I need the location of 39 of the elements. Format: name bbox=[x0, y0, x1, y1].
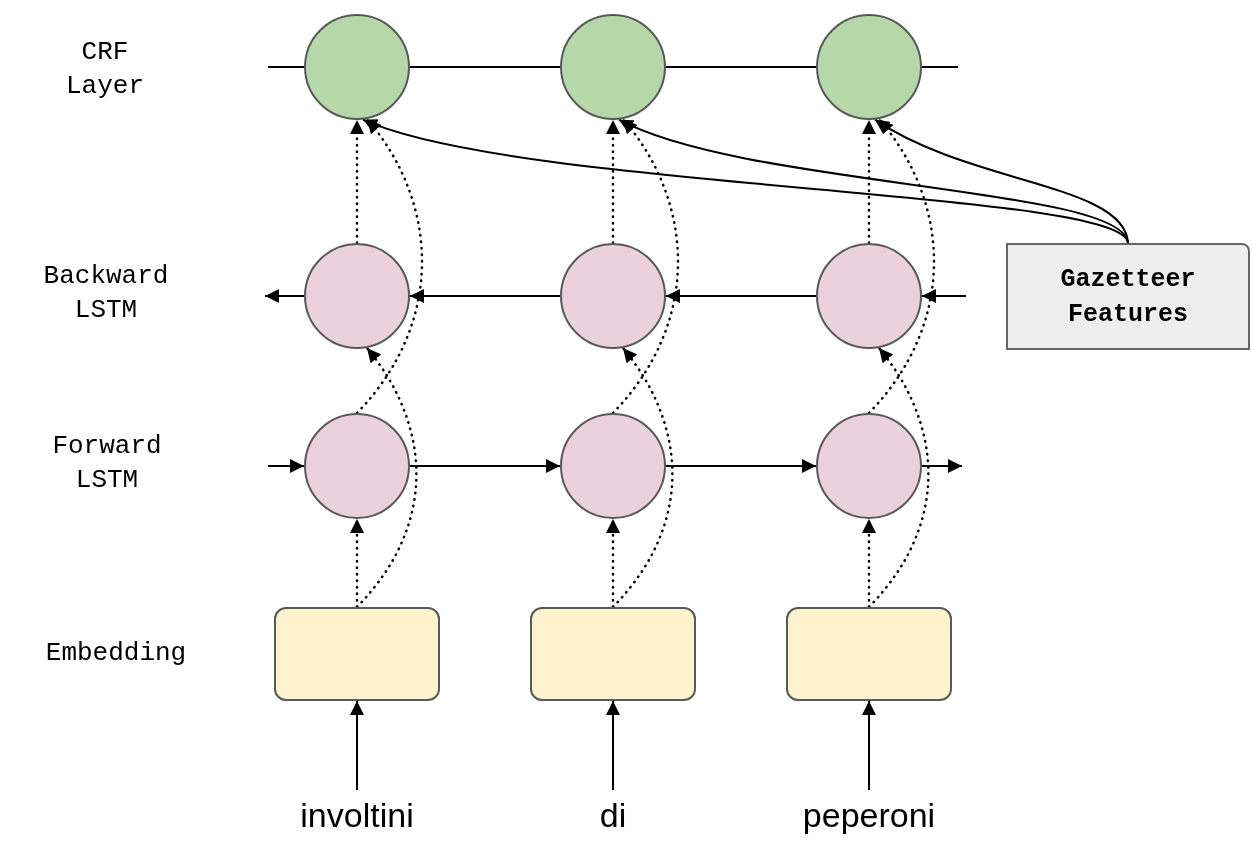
dotted-arrow bbox=[606, 118, 620, 245]
arrow bbox=[665, 459, 817, 473]
dotted-arrow bbox=[611, 346, 674, 609]
arrow bbox=[862, 700, 876, 791]
connector-line bbox=[921, 66, 959, 68]
arrow bbox=[606, 700, 620, 791]
arrow bbox=[409, 289, 561, 303]
input-word: involtini bbox=[257, 790, 457, 840]
dotted-arrow bbox=[355, 346, 418, 609]
arrow bbox=[921, 459, 963, 473]
arrow bbox=[350, 700, 364, 791]
arrow bbox=[264, 289, 305, 303]
embedding-box bbox=[786, 607, 952, 701]
dotted-arrow bbox=[606, 517, 620, 609]
layer-label: Backward LSTM bbox=[42, 260, 170, 327]
connector-line bbox=[267, 66, 305, 68]
arrow bbox=[921, 289, 967, 303]
input-word: peperoni bbox=[769, 790, 969, 840]
layer-label: Forward LSTM bbox=[51, 430, 163, 497]
dotted-arrow bbox=[862, 118, 876, 245]
arrow bbox=[409, 459, 561, 473]
connector-line bbox=[409, 66, 561, 68]
dotted-arrow bbox=[867, 346, 930, 609]
layer-label: CRF Layer bbox=[65, 36, 145, 103]
arrow bbox=[267, 459, 305, 473]
arrow bbox=[874, 118, 1129, 244]
arrow bbox=[665, 289, 817, 303]
dotted-arrow bbox=[862, 517, 876, 609]
feature-box: Gazetteer Features bbox=[1006, 243, 1250, 350]
embedding-box bbox=[530, 607, 696, 701]
dotted-arrow bbox=[350, 517, 364, 609]
dotted-arrow bbox=[611, 117, 680, 415]
dotted-arrow bbox=[350, 118, 364, 245]
embedding-box bbox=[274, 607, 440, 701]
arrow bbox=[362, 117, 1129, 244]
dotted-arrow bbox=[867, 117, 936, 415]
input-word: di bbox=[513, 790, 713, 840]
connector-line bbox=[665, 66, 817, 68]
layer-label: Embedding bbox=[44, 637, 188, 670]
